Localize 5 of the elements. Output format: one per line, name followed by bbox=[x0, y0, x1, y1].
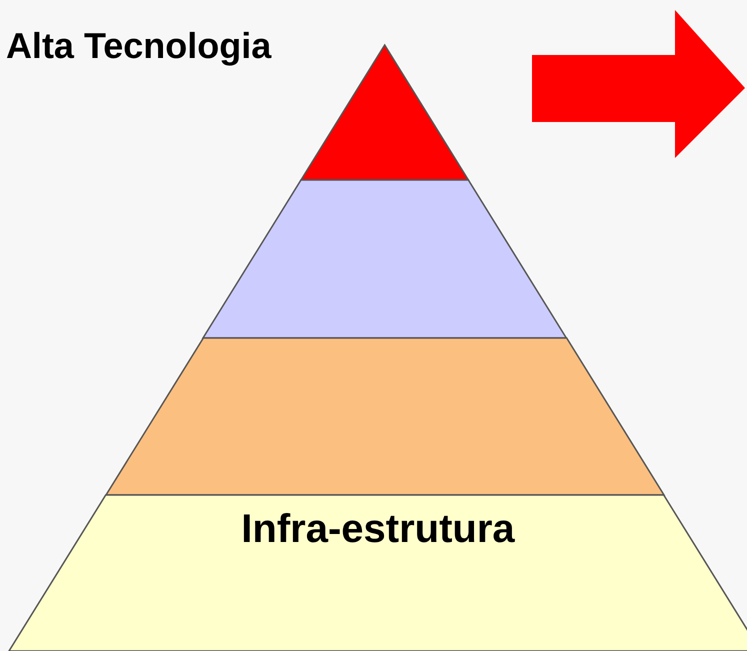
pyramid-band bbox=[203, 180, 567, 338]
pyramid-band bbox=[106, 338, 664, 495]
pyramid-label: Alta Tecnologia bbox=[6, 28, 272, 64]
pyramid-label: Infra-estrutura bbox=[241, 509, 515, 549]
pyramid-base-band bbox=[9, 495, 747, 651]
